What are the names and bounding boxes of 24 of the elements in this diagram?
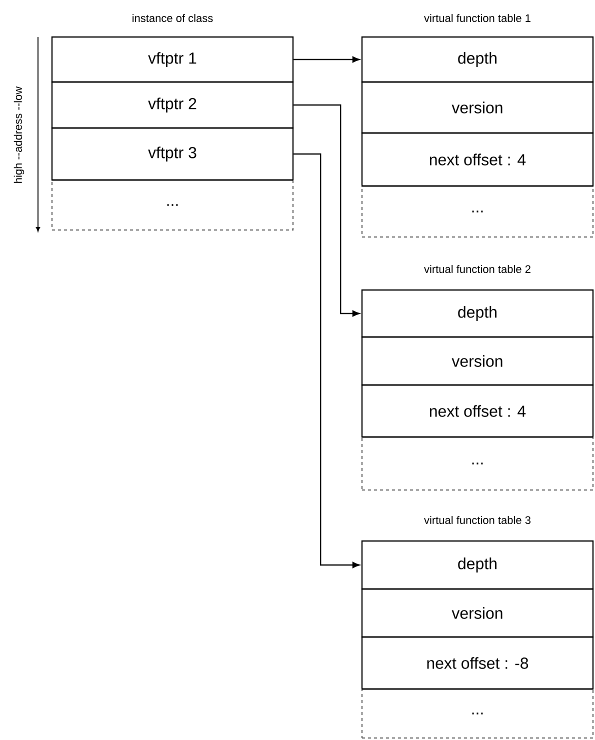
ellipsis-cell: ... xyxy=(362,688,594,738)
table-cell: depth xyxy=(361,540,594,590)
table-cell: version xyxy=(361,81,594,134)
table-cell: next offset : -8 xyxy=(361,636,594,690)
axis-label: high --address --low xyxy=(14,86,24,183)
table-cell: version xyxy=(361,336,594,386)
table-cell: depth xyxy=(361,289,594,338)
table-heading: virtual function table 1 xyxy=(424,14,530,22)
table-heading: virtual function table 2 xyxy=(424,264,530,274)
arrow xyxy=(294,56,360,63)
arrow xyxy=(294,104,360,317)
table-cell: vftptr 2 xyxy=(51,81,294,129)
arrow xyxy=(294,153,360,568)
table-cell: next offset : 4 xyxy=(361,384,594,438)
ellipsis-cell: ... xyxy=(362,186,594,238)
table-cell: vftptr 3 xyxy=(51,127,294,181)
table-cell: version xyxy=(361,588,594,638)
table-cell: depth xyxy=(361,36,594,83)
table-cell: next offset : 4 xyxy=(361,132,594,187)
ellipsis-cell: ... xyxy=(52,180,294,230)
ellipsis-cell: ... xyxy=(362,436,594,490)
table-heading: instance of class xyxy=(132,14,213,22)
table-heading: virtual function table 3 xyxy=(424,516,530,524)
table-cell: vftptr 1 xyxy=(51,36,294,83)
